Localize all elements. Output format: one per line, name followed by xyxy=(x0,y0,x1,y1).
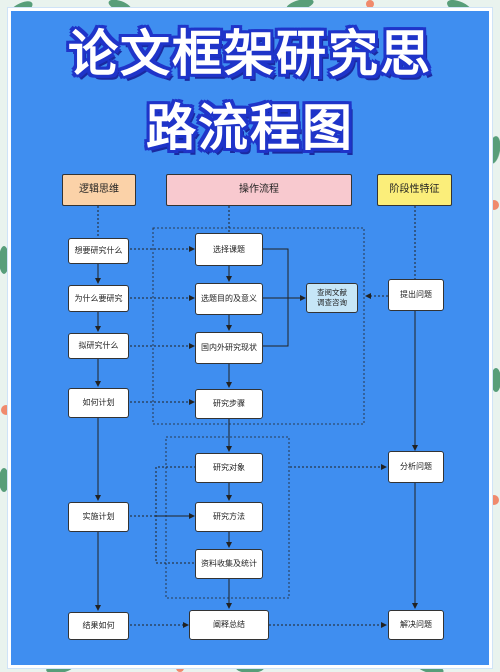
logic-node-5: 实施计划 xyxy=(68,502,129,532)
logic-node-6: 结果如何 xyxy=(68,612,129,640)
operation-node-2: 选题目的及意义 xyxy=(195,283,263,315)
title-line-2: 路流程图 xyxy=(146,99,354,157)
header-logic: 逻辑思维 xyxy=(62,174,136,206)
stage-node-3: 解决问题 xyxy=(388,610,444,640)
operation-node-1: 选择课题 xyxy=(195,233,263,266)
info-node: 查阅文献 调查咨询 xyxy=(306,283,358,313)
operation-node-7: 资料收集及统计 xyxy=(195,549,263,579)
group-frame-top xyxy=(152,227,365,425)
stage-node-2: 分析问题 xyxy=(388,451,444,483)
operation-node-4: 研究步骤 xyxy=(195,389,263,419)
operation-node-8: 阐释总结 xyxy=(189,610,269,640)
logic-node-3: 拟研究什么 xyxy=(68,333,129,359)
operation-node-3: 国内外研究现状 xyxy=(195,332,263,364)
operation-node-6: 研究方法 xyxy=(195,502,263,532)
group-frame-bottom xyxy=(165,436,290,599)
operation-node-5: 研究对象 xyxy=(195,453,263,483)
logic-node-1: 想要研究什么 xyxy=(68,238,129,264)
title-line-1: 论文框架研究思 xyxy=(68,25,432,83)
header-stage: 阶段性特征 xyxy=(377,174,452,206)
logic-node-2: 为什么要研究 xyxy=(68,285,129,312)
info-node-line-2: 调查咨询 xyxy=(317,298,347,307)
header-operation: 操作流程 xyxy=(166,174,352,206)
logic-node-4: 如何计划 xyxy=(68,388,129,418)
stage-node-1: 提出问题 xyxy=(388,279,444,311)
info-node-line-1: 查阅文献 xyxy=(317,288,347,297)
